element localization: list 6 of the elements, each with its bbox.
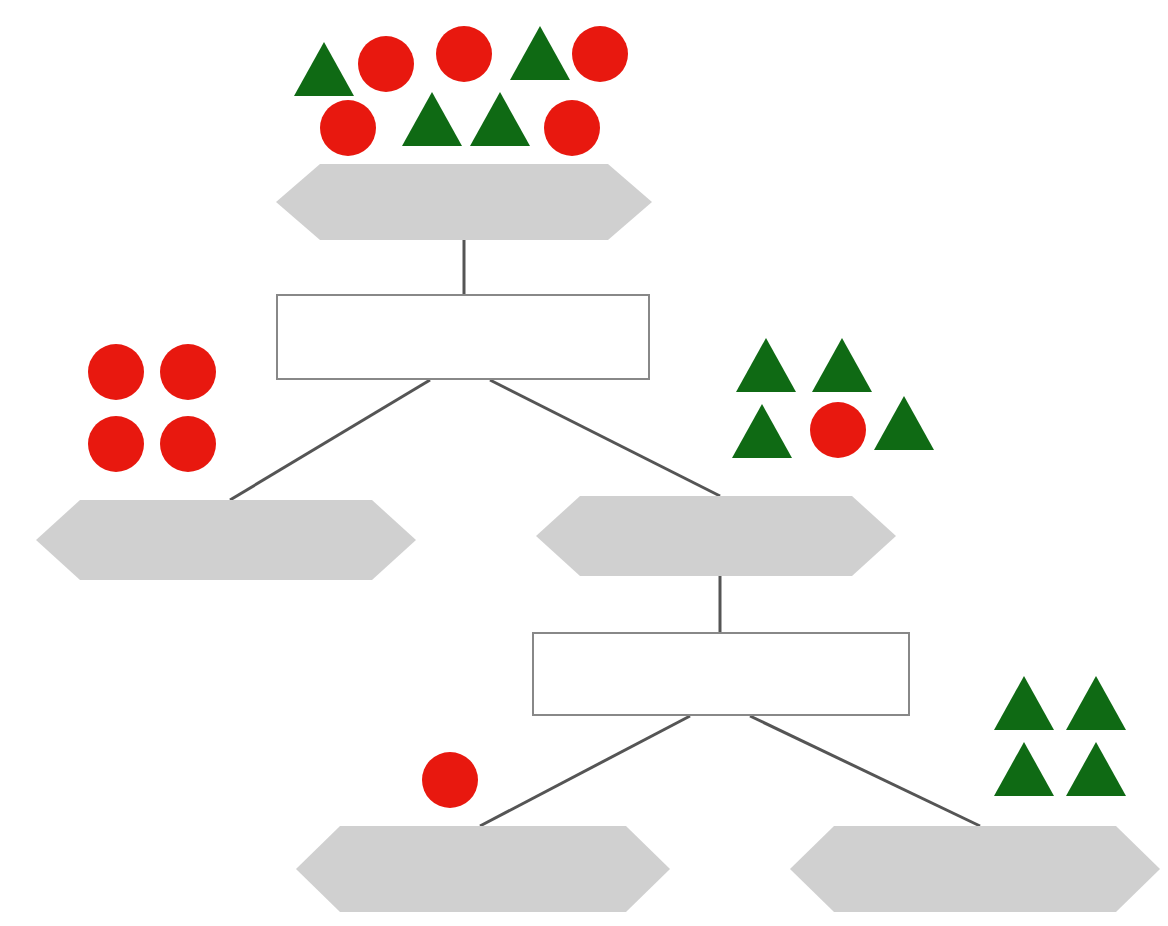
connector-line xyxy=(749,714,981,828)
connector-line xyxy=(229,378,431,502)
connector-line xyxy=(462,240,466,294)
connector-line xyxy=(489,378,721,498)
connector-line xyxy=(718,576,722,632)
connector-line xyxy=(479,714,691,828)
